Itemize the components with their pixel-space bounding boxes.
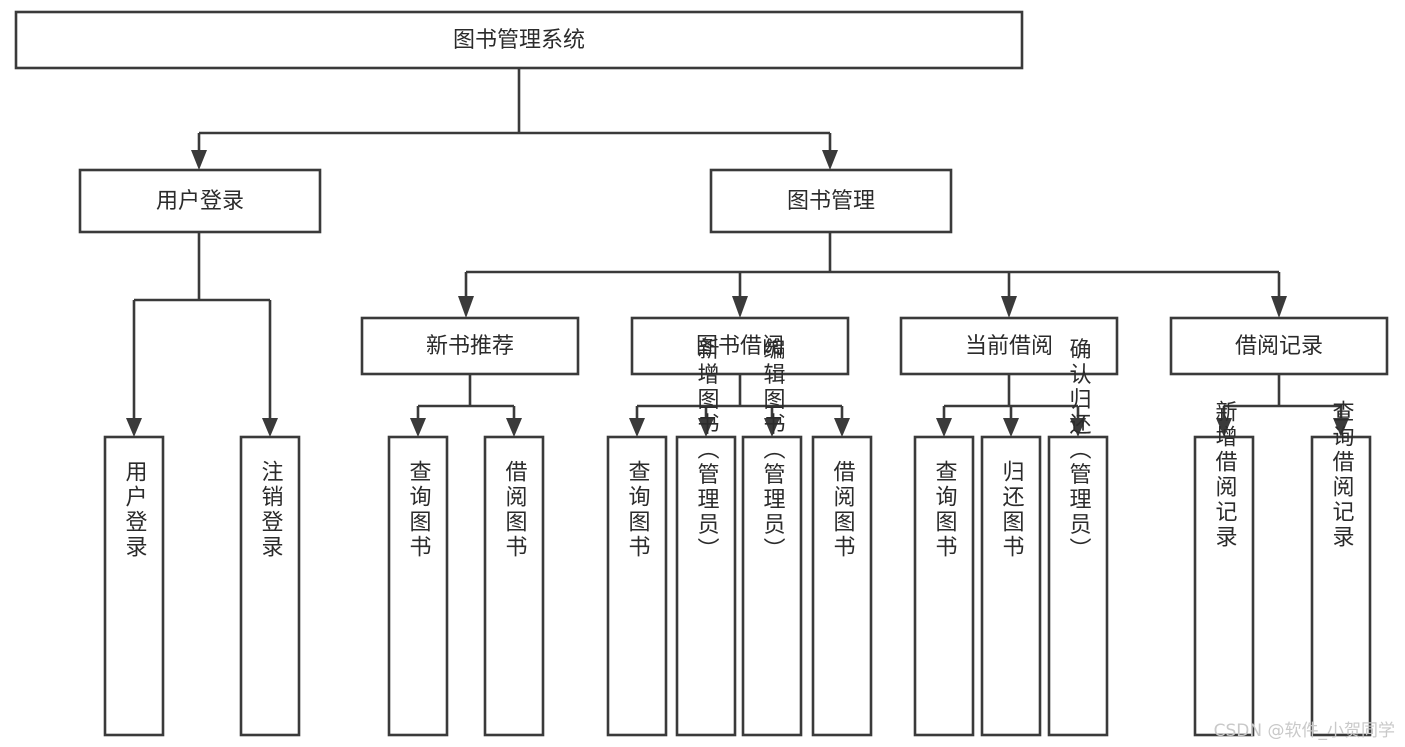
leaf-borrow-book-1-label: 借阅图书 <box>502 460 528 560</box>
leaf-logout-login[interactable]: 注销登录 <box>239 435 301 737</box>
leaf-query-book-1-box[interactable] <box>387 435 449 737</box>
connectors <box>126 68 1349 437</box>
arrowhead-book-management <box>822 150 838 170</box>
arrowhead-new-book-recommend <box>458 296 474 318</box>
node-book-borrow-label: 图书借阅 <box>696 334 784 359</box>
leaf-query-book-1-label: 查询图书 <box>406 460 432 560</box>
leaf-user-login-box[interactable] <box>103 435 165 737</box>
leaf-return-book[interactable]: 归还图书 <box>980 435 1042 737</box>
leaf-query-book-2-label: 查询图书 <box>625 460 651 560</box>
leaf-add-record[interactable]: 新增借阅记录 <box>1193 400 1255 737</box>
leaf-confirm-return-box[interactable] <box>1047 435 1109 737</box>
arrowhead-leaf-user-login <box>126 418 142 437</box>
leaf-add-book[interactable]: 新增图书（管理员） <box>675 338 737 737</box>
node-new-book-recommend-box[interactable] <box>360 316 580 376</box>
leaf-borrow-book-2[interactable]: 借阅图书 <box>811 435 873 737</box>
arrowhead-leaf-add-book <box>698 418 714 437</box>
leaf-query-record-box[interactable] <box>1310 435 1372 737</box>
node-book-borrow-box[interactable] <box>630 316 850 376</box>
leaf-borrow-book-2-box[interactable] <box>811 435 873 737</box>
arrowhead-leaf-borrow-book-2 <box>834 418 850 437</box>
arrowhead-leaf-query-book-2 <box>629 418 645 437</box>
node-book-management-label: 图书管理 <box>787 189 875 214</box>
node-user-login-label: 用户登录 <box>156 189 244 214</box>
leaf-query-record-label: 查询借阅记录 <box>1329 400 1355 550</box>
leaf-user-login[interactable]: 用户登录 <box>103 435 165 737</box>
arrowhead-leaf-add-record <box>1216 418 1232 437</box>
leaf-borrow-book-1[interactable]: 借阅图书 <box>483 435 545 737</box>
leaf-confirm-return-label: 确认归还（管理员） <box>1066 338 1092 563</box>
leaf-query-book-3-label: 查询图书 <box>932 460 958 560</box>
node-current-borrow[interactable]: 当前借阅 <box>899 316 1119 376</box>
leaf-add-book-label: 新增图书（管理员） <box>694 338 720 563</box>
arrowhead-leaf-borrow-book-1 <box>506 418 522 437</box>
leaf-query-book-1[interactable]: 查询图书 <box>387 435 449 737</box>
leaf-query-record[interactable]: 查询借阅记录 <box>1310 400 1372 737</box>
leaf-add-record-box[interactable] <box>1193 435 1255 737</box>
leaf-user-login-label: 用户登录 <box>122 460 148 560</box>
leaf-logout-login-label: 注销登录 <box>258 460 284 560</box>
node-current-borrow-label: 当前借阅 <box>965 334 1053 359</box>
leaf-borrow-book-1-box[interactable] <box>483 435 545 737</box>
node-root-box[interactable] <box>14 10 1024 70</box>
leaf-add-record-label: 新增借阅记录 <box>1212 400 1238 550</box>
leaf-edit-book-label: 编辑图书（管理员） <box>760 338 786 563</box>
arrowhead-leaf-logout-login <box>262 418 278 437</box>
leaf-confirm-return[interactable]: 确认归还（管理员） <box>1047 338 1109 737</box>
leaf-edit-book[interactable]: 编辑图书（管理员） <box>741 338 803 737</box>
leaf-query-book-3-box[interactable] <box>913 435 975 737</box>
leaf-query-book-2-box[interactable] <box>606 435 668 737</box>
node-book-management-box[interactable] <box>709 168 953 234</box>
node-new-book-recommend-label: 新书推荐 <box>426 334 514 359</box>
leaf-return-book-label: 归还图书 <box>999 460 1025 560</box>
arrowhead-leaf-return-book <box>1003 418 1019 437</box>
node-borrow-record[interactable]: 借阅记录 <box>1169 316 1389 376</box>
arrowhead-current-borrow <box>1001 296 1017 318</box>
node-borrow-record-box[interactable] <box>1169 316 1389 376</box>
leaf-add-book-box[interactable] <box>675 435 737 737</box>
arrowhead-leaf-query-book-3 <box>936 418 952 437</box>
leaf-query-book-3[interactable]: 查询图书 <box>913 435 975 737</box>
leaf-query-book-2[interactable]: 查询图书 <box>606 435 668 737</box>
node-borrow-record-label: 借阅记录 <box>1235 334 1323 359</box>
node-user-login[interactable]: 用户登录 <box>78 168 322 234</box>
node-root[interactable]: 图书管理系统 <box>14 10 1024 70</box>
node-book-management[interactable]: 图书管理 <box>709 168 953 234</box>
node-root-label: 图书管理系统 <box>453 28 585 53</box>
leaf-return-book-box[interactable] <box>980 435 1042 737</box>
arrowhead-leaf-confirm-return <box>1070 418 1086 437</box>
arrowhead-leaf-query-record <box>1333 418 1349 437</box>
node-book-borrow[interactable]: 图书借阅 <box>630 316 850 376</box>
leaf-borrow-book-2-label: 借阅图书 <box>830 460 856 560</box>
csdn-watermark: CSDN @软件_小贺同学 <box>1213 721 1395 741</box>
node-user-login-box[interactable] <box>78 168 322 234</box>
arrowhead-borrow-record <box>1271 296 1287 318</box>
leaf-logout-login-box[interactable] <box>239 435 301 737</box>
node-new-book-recommend[interactable]: 新书推荐 <box>360 316 580 376</box>
arrowhead-user-login <box>191 150 207 170</box>
arrowhead-leaf-query-book-1 <box>410 418 426 437</box>
leaf-edit-book-box[interactable] <box>741 435 803 737</box>
arrowhead-leaf-edit-book <box>764 418 780 437</box>
arrowhead-book-borrow <box>732 296 748 318</box>
node-current-borrow-box[interactable] <box>899 316 1119 376</box>
